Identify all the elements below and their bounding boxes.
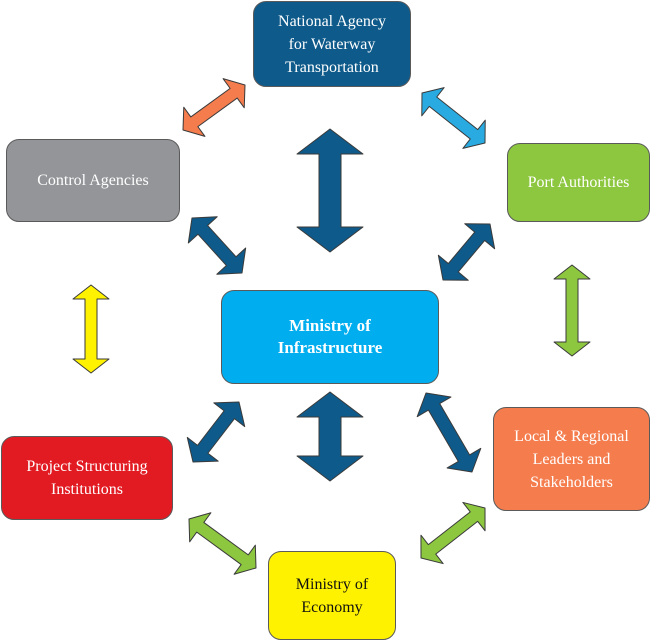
arrow-port-infra	[437, 223, 496, 281]
arrow-control-project	[72, 284, 110, 374]
node-national-agency-waterway: National Agency for Waterway Transportat…	[253, 1, 411, 87]
node-project-structuring-institutions: Project Structuring Institutions	[1, 436, 173, 520]
node-ministry-of-infrastructure: Ministry of Infrastructure	[221, 290, 439, 384]
arrow-project-econ	[188, 512, 257, 575]
node-label: Local & Regional Leaders and Stakeholder…	[514, 427, 629, 491]
arrow-control-nawt	[182, 78, 246, 137]
arrow-port-local	[553, 264, 591, 357]
arrow-control-infra	[187, 216, 247, 275]
node-port-authorities: Port Authorities	[507, 143, 650, 222]
arrow-infra-local	[416, 392, 482, 473]
arrow-econ-local	[420, 501, 486, 565]
node-label: Control Agencies	[37, 172, 149, 189]
node-local-regional-leaders: Local & Regional Leaders and Stakeholder…	[493, 407, 650, 511]
arrow-infra-econ	[296, 391, 364, 482]
node-control-agencies: Control Agencies	[6, 139, 180, 222]
arrow-nawt-infra	[296, 128, 364, 253]
node-label: Project Structuring Institutions	[26, 458, 148, 498]
node-label: Ministry of Infrastructure	[277, 316, 383, 357]
node-label: Ministry of Economy	[295, 575, 369, 616]
node-label: Port Authorities	[527, 174, 630, 191]
node-ministry-of-economy: Ministry of Economy	[268, 551, 396, 640]
arrow-nawt-port	[421, 87, 486, 149]
arrow-infra-project	[186, 401, 246, 463]
node-label: National Agency for Waterway Transportat…	[278, 12, 386, 76]
